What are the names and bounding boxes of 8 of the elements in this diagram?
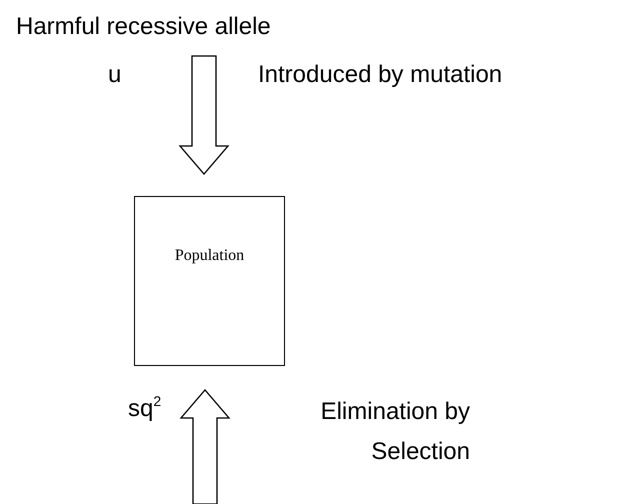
block-arrow	[178, 55, 230, 175]
annotation-text: Elimination by Selection	[320, 397, 470, 467]
population-box	[134, 196, 285, 366]
edge-label: sq$^{2}$	[128, 394, 162, 424]
annotation-text: Introduced by mutation	[258, 60, 504, 90]
block-arrow	[180, 389, 230, 504]
box-label: Population	[174, 247, 244, 266]
heading-text: Harmful recessive allele	[16, 12, 271, 42]
